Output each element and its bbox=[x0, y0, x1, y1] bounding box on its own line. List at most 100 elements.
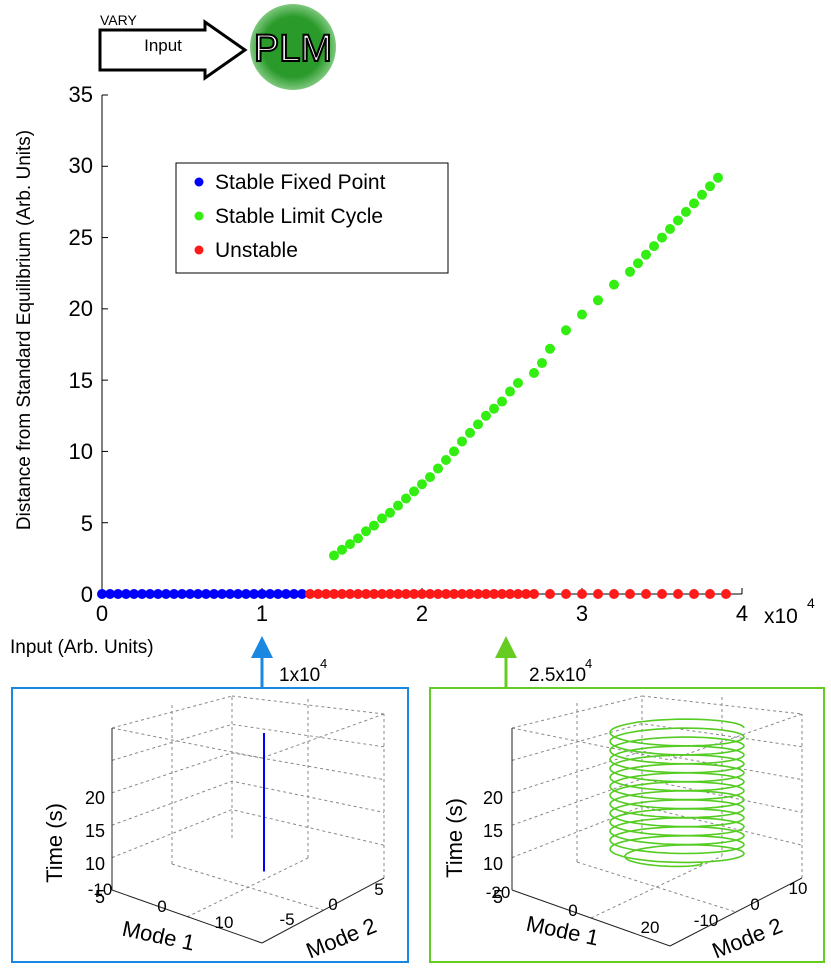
data-point-stable-fixed-point bbox=[201, 589, 211, 599]
data-marks bbox=[97, 172, 731, 599]
x-tick-label: 3 bbox=[576, 601, 588, 626]
grid-line bbox=[511, 727, 671, 761]
data-point-stable-limit-cycle bbox=[473, 419, 483, 430]
data-point-unstable bbox=[401, 589, 411, 599]
data-point-unstable bbox=[657, 589, 667, 599]
data-point-stable-limit-cycle bbox=[649, 241, 659, 252]
grid-line bbox=[111, 752, 385, 794]
data-point-unstable bbox=[529, 589, 539, 599]
data-point-stable-fixed-point bbox=[233, 589, 243, 599]
data-point-unstable bbox=[449, 589, 459, 599]
data-point-stable-fixed-point bbox=[257, 589, 267, 599]
data-point-stable-limit-cycle bbox=[633, 258, 643, 269]
data-point-unstable bbox=[473, 589, 483, 599]
data-point-stable-limit-cycle bbox=[689, 198, 699, 209]
z-axis-title: Time (s) bbox=[42, 803, 67, 883]
header: VARY Input PLM bbox=[98, 4, 336, 90]
data-point-unstable bbox=[577, 589, 587, 599]
data-point-unstable bbox=[561, 589, 571, 599]
trajectory-helix bbox=[609, 718, 745, 868]
data-point-stable-fixed-point bbox=[185, 589, 195, 599]
data-point-stable-fixed-point bbox=[97, 589, 107, 599]
z-axis-title: Time (s) bbox=[442, 798, 467, 878]
data-point-stable-fixed-point bbox=[193, 589, 203, 599]
y-tick-label: 5 bbox=[81, 511, 93, 536]
data-point-stable-fixed-point bbox=[113, 589, 123, 599]
data-point-unstable bbox=[505, 589, 515, 599]
x-tick-label: 0 bbox=[96, 601, 108, 626]
x-multiplier: x10 4 bbox=[764, 595, 815, 628]
data-point-unstable bbox=[497, 589, 507, 599]
inset-frame bbox=[11, 687, 409, 963]
data-point-stable-limit-cycle bbox=[361, 526, 371, 537]
data-point-unstable bbox=[329, 589, 339, 599]
callout-arrow-left: 1x10 4 bbox=[251, 636, 327, 688]
data-point-stable-limit-cycle bbox=[513, 377, 523, 388]
x-multiplier-exponent: 4 bbox=[807, 595, 815, 611]
data-point-stable-fixed-point bbox=[121, 589, 131, 599]
y-tick-label: -10 bbox=[694, 911, 719, 930]
data-point-stable-limit-cycle bbox=[497, 396, 507, 407]
legend: Stable Fixed Point Stable Limit Cycle Un… bbox=[175, 162, 449, 274]
y-tick-label: 35 bbox=[69, 82, 93, 107]
inset-left: 20 15 10 5 Time (s) -10 0 10 Mode 1 -5 0… bbox=[11, 687, 409, 963]
data-point-stable-limit-cycle bbox=[377, 513, 387, 524]
x-tick-label: -10 bbox=[88, 880, 113, 899]
data-point-unstable bbox=[425, 589, 435, 599]
y-axis-title: Distance from Standard Equilibrium (Arb.… bbox=[14, 130, 35, 530]
grid-line bbox=[261, 713, 385, 759]
data-point-stable-limit-cycle bbox=[409, 486, 419, 497]
callout-label-right: 2.5x10 bbox=[529, 665, 586, 686]
data-point-stable-limit-cycle bbox=[393, 500, 403, 511]
data-point-stable-fixed-point bbox=[297, 589, 307, 599]
data-point-unstable bbox=[313, 589, 323, 599]
data-point-stable-fixed-point bbox=[265, 589, 275, 599]
data-point-stable-fixed-point bbox=[281, 589, 291, 599]
data-point-stable-limit-cycle bbox=[529, 368, 539, 379]
data-point-unstable bbox=[545, 589, 555, 599]
data-point-stable-limit-cycle bbox=[681, 206, 691, 217]
data-point-unstable bbox=[489, 589, 499, 599]
x-tick-label: 1 bbox=[256, 601, 268, 626]
plm-disk-icon bbox=[250, 4, 336, 90]
x-tick-label: 4 bbox=[736, 601, 748, 626]
y-tick-labels: 0 5 10 15 20 25 30 35 bbox=[69, 82, 93, 607]
data-point-stable-limit-cycle bbox=[561, 325, 571, 336]
data-point-stable-fixed-point bbox=[137, 589, 147, 599]
axis-line bbox=[669, 877, 803, 947]
data-point-unstable bbox=[641, 589, 651, 599]
data-point-unstable bbox=[409, 589, 419, 599]
z-tick-label: 20 bbox=[85, 788, 105, 808]
grid-line bbox=[231, 695, 385, 715]
x-tick-label: 2 bbox=[416, 601, 428, 626]
legend-label: Unstable bbox=[215, 239, 298, 262]
axis-line bbox=[511, 889, 671, 947]
data-point-unstable bbox=[481, 589, 491, 599]
data-point-stable-limit-cycle bbox=[329, 550, 339, 561]
data-point-stable-limit-cycle bbox=[481, 410, 491, 421]
legend-label: Stable Limit Cycle bbox=[215, 205, 383, 228]
callout-arrow-right: 2.5x10 4 bbox=[495, 636, 592, 688]
x-tick-label: 20 bbox=[641, 918, 660, 937]
data-point-unstable bbox=[625, 589, 635, 599]
arrow-up-icon bbox=[251, 636, 273, 658]
y-tick-label: 30 bbox=[69, 153, 93, 178]
grid-line bbox=[669, 713, 803, 761]
input-arrow-icon bbox=[98, 19, 248, 81]
data-point-unstable bbox=[361, 589, 371, 599]
grid-line bbox=[111, 809, 385, 859]
data-point-stable-limit-cycle bbox=[385, 507, 395, 518]
data-point-stable-limit-cycle bbox=[425, 472, 435, 483]
data-point-unstable bbox=[345, 589, 355, 599]
data-point-unstable bbox=[377, 589, 387, 599]
arrow-up-icon bbox=[495, 636, 517, 658]
axis-line bbox=[261, 877, 385, 944]
data-point-stable-limit-cycle bbox=[465, 427, 475, 438]
data-point-unstable bbox=[705, 589, 715, 599]
vary-label: VARY bbox=[100, 12, 137, 28]
data-point-stable-limit-cycle bbox=[401, 493, 411, 504]
data-point-unstable bbox=[513, 589, 523, 599]
data-point-stable-limit-cycle bbox=[697, 189, 707, 200]
data-point-unstable bbox=[689, 589, 699, 599]
